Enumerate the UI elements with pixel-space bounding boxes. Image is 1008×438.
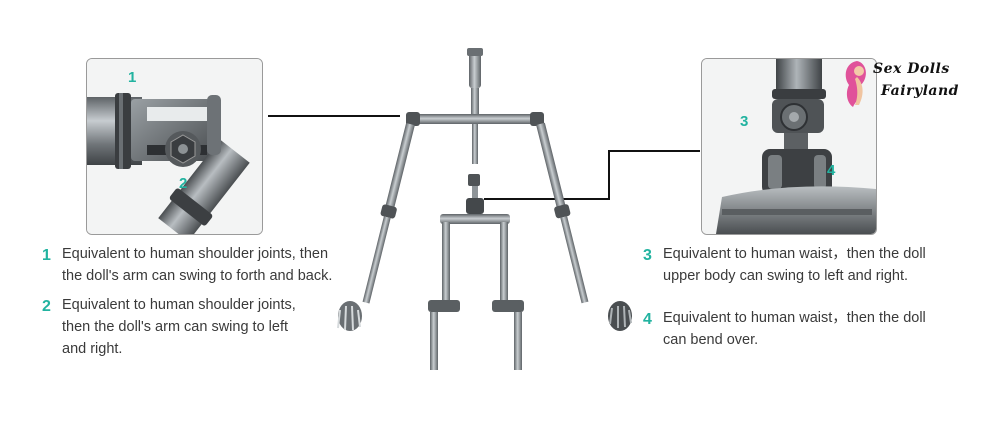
shoulder-joint-illustration — [87, 59, 262, 234]
logo-text-line2: Fairyland — [881, 83, 959, 99]
shoulder-joint-detail-image: 1 2 — [86, 58, 263, 235]
logo-text-line1: Sex Dolls — [873, 61, 950, 77]
description-line: and right. — [62, 341, 123, 357]
description-4: 4 Equivalent to human waist，then the dol… — [643, 307, 973, 353]
description-line: then the doll's arm can swing to left — [62, 319, 289, 335]
waist-joint-detail-image: 3 4 — [701, 58, 877, 235]
callout-line-waist-top — [610, 150, 700, 152]
callout-line-waist-bottom — [484, 198, 610, 200]
description-number: 2 — [42, 298, 51, 315]
doll-skeleton-illustration — [337, 48, 632, 370]
description-2: 2 Equivalent to human shoulder joints, t… — [42, 294, 362, 362]
joint-label-1: 1 — [128, 69, 137, 86]
fairy-figure-icon — [845, 61, 866, 107]
joint-label-4: 4 — [827, 162, 836, 179]
joint-label-3: 3 — [740, 113, 749, 130]
description-number: 1 — [42, 247, 51, 264]
description-line: Equivalent to human waist，then the doll — [663, 310, 926, 326]
description-number: 3 — [643, 247, 652, 264]
description-line: Equivalent to human waist，then the doll — [663, 246, 926, 262]
joint-label-2: 2 — [179, 175, 188, 192]
description-line: upper body can swing to left and right. — [663, 268, 909, 284]
description-3: 3 Equivalent to human waist，then the dol… — [643, 243, 973, 289]
callout-line-shoulder — [268, 115, 400, 117]
description-line: Equivalent to human shoulder joints, — [62, 297, 296, 313]
callout-line-waist-vertical — [608, 150, 610, 200]
waist-joint-illustration — [702, 59, 876, 234]
description-line: Equivalent to human shoulder joints, the… — [62, 246, 329, 262]
description-number: 4 — [643, 311, 652, 328]
description-line: can bend over. — [663, 332, 759, 348]
description-1: 1 Equivalent to human shoulder joints, t… — [42, 243, 362, 289]
sex-dolls-fairyland-logo: Sex Dolls Fairyland — [843, 55, 958, 110]
description-line: the doll's arm can swing to forth and ba… — [62, 268, 333, 284]
